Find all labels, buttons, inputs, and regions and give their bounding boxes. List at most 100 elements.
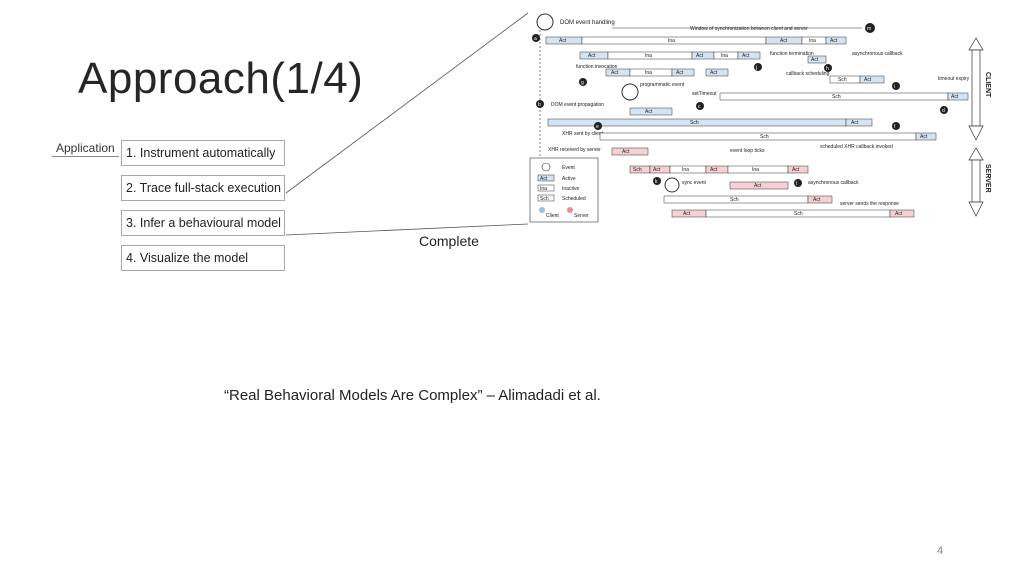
row-2: Act Ina Act Ina Act <box>579 51 761 60</box>
step-trace: 2. Trace full-stack execution <box>121 175 285 201</box>
diagram-caption: Complete <box>419 233 479 249</box>
svg-text:Ina: Ina <box>540 186 547 192</box>
diagram-markers: a b c d e f g h i j k l m <box>532 23 948 187</box>
svg-text:Ina: Ina <box>721 53 728 59</box>
act-bar-async <box>807 55 827 64</box>
act-bar-server <box>611 147 649 156</box>
svg-text:Act: Act <box>895 211 903 217</box>
svg-text:SERVER: SERVER <box>984 164 991 193</box>
svg-text:Ina: Ina <box>645 70 652 76</box>
svg-text:CLIENT: CLIENT <box>984 72 991 98</box>
svg-text:e: e <box>596 124 599 130</box>
svg-text:Event: Event <box>562 165 575 171</box>
dom-event-propagation-label: DOM event propagation <box>551 102 604 108</box>
sync-event-circle <box>664 177 680 193</box>
timeout-expiry-label: timeout expiry <box>938 76 970 82</box>
svg-text:Act: Act <box>792 167 800 173</box>
step-instrument: 1. Instrument automatically <box>121 140 285 166</box>
svg-text:Ina: Ina <box>809 38 816 44</box>
svg-text:Ina: Ina <box>752 167 759 173</box>
svg-text:Sch: Sch <box>838 77 847 83</box>
svg-text:Sch: Sch <box>633 167 642 173</box>
svg-text:Ina: Ina <box>645 53 652 59</box>
application-underline <box>52 156 119 157</box>
diagram-legend: Event Act Active Ina Inactive Sch Schedu… <box>529 157 599 223</box>
step-infer: 3. Infer a behavioural model <box>121 210 285 236</box>
zoom-line-bottom <box>285 223 529 236</box>
slide-title: Approach(1/4) <box>78 54 364 103</box>
xhr-received-label: XHR received by server <box>548 147 601 153</box>
dom-event-circle <box>536 13 554 31</box>
row-1: Act Ina Act Ina Act <box>545 36 847 45</box>
svg-text:Sch: Sch <box>794 211 803 217</box>
svg-text:Act: Act <box>811 57 819 63</box>
programmatic-event-circle <box>621 83 639 101</box>
event-loop-label: event loop ticks <box>730 148 765 154</box>
application-label: Application <box>56 141 115 155</box>
svg-text:Act: Act <box>864 77 872 83</box>
svg-text:Ina: Ina <box>668 38 675 44</box>
svg-text:Inactive: Inactive <box>562 186 579 192</box>
settimeout-label: setTimeout <box>692 91 717 97</box>
row-3: Act Ina Act Act <box>605 68 729 77</box>
svg-text:b: b <box>538 102 541 108</box>
xhr-sent-label: XHR sent by client <box>562 131 604 137</box>
svg-text:Client: Client <box>546 213 559 219</box>
act-bar-server-4 <box>889 209 915 218</box>
svg-text:Act: Act <box>540 176 548 182</box>
svg-text:Ina: Ina <box>682 167 689 173</box>
svg-text:Act: Act <box>645 109 653 115</box>
svg-text:Act: Act <box>622 149 630 155</box>
page-number: 4 <box>937 545 944 557</box>
svg-text:Scheduled: Scheduled <box>562 196 586 202</box>
svg-text:Act: Act <box>754 183 762 189</box>
svg-text:Act: Act <box>851 120 859 126</box>
svg-text:Act: Act <box>830 38 838 44</box>
sch-bar-xhr <box>599 132 917 141</box>
svg-text:l: l <box>796 181 797 187</box>
svg-text:Act: Act <box>611 70 619 76</box>
server-sends-label: server sends the response <box>840 201 899 207</box>
dom-event-handling-label: DOM event handling <box>560 20 615 26</box>
svg-text:Act: Act <box>742 53 750 59</box>
callback-scheduling-label: callback scheduling <box>786 71 830 77</box>
svg-text:Act: Act <box>920 134 928 140</box>
svg-text:Sch: Sch <box>730 197 739 203</box>
svg-text:Sch: Sch <box>832 94 841 100</box>
svg-text:k: k <box>655 179 658 185</box>
scheduled-xhr-label: scheduled XHR callback invoked <box>820 144 893 150</box>
svg-text:Sch: Sch <box>760 134 769 140</box>
svg-text:Act: Act <box>559 38 567 44</box>
svg-text:Act: Act <box>588 53 596 59</box>
function-invocation-label: function invocation <box>576 64 618 70</box>
svg-text:j: j <box>755 65 757 71</box>
zoom-line-top <box>285 12 529 194</box>
programmatic-event-label: programmatic event <box>640 82 685 88</box>
svg-text:h: h <box>826 66 829 72</box>
svg-text:Act: Act <box>696 53 704 59</box>
svg-text:c: c <box>698 104 701 110</box>
svg-text:Act: Act <box>780 38 788 44</box>
svg-text:g: g <box>581 80 584 86</box>
svg-text:Sch: Sch <box>540 196 549 202</box>
svg-text:d: d <box>942 108 945 114</box>
svg-text:Act: Act <box>813 197 821 203</box>
async-callback-server-label: asynchronous callback <box>808 180 859 186</box>
svg-text:Act: Act <box>951 94 959 100</box>
act-bar-sync <box>729 181 789 190</box>
server-row-1: Sch Act Ina Act Ina Act <box>629 165 809 174</box>
svg-text:f: f <box>894 124 896 130</box>
svg-text:Active: Active <box>562 176 576 182</box>
svg-text:Act: Act <box>653 167 661 173</box>
act-bar-propagation <box>845 118 873 127</box>
svg-text:Server: Server <box>574 213 589 219</box>
act-bar-server-2 <box>807 195 833 204</box>
act-bar-callback <box>859 75 885 84</box>
client-axis: CLIENT <box>968 37 991 141</box>
function-termination-label: function termination <box>770 51 814 57</box>
act-bar-timeout <box>947 92 969 101</box>
step-visualize: 4. Visualize the model <box>121 245 285 271</box>
svg-text:Sch: Sch <box>690 120 699 126</box>
svg-text:Act: Act <box>676 70 684 76</box>
svg-text:i: i <box>894 84 895 90</box>
